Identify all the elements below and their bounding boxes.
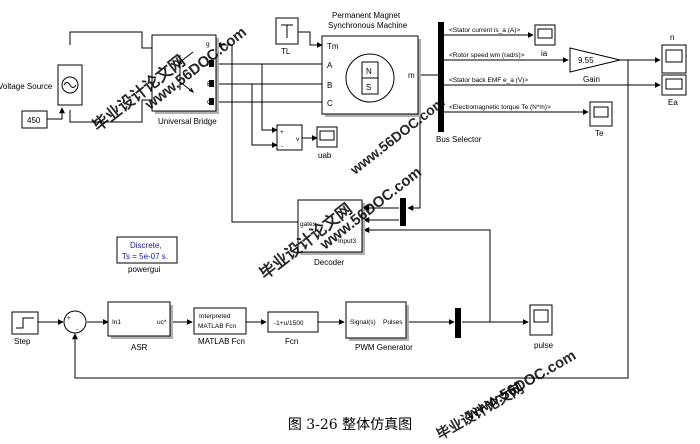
powergui-line1: Discrete, <box>130 241 162 250</box>
bus-selector-label: Bus Selector <box>436 135 482 144</box>
sum-v: v <box>296 136 300 143</box>
fcn-expression: -1+u/1500 <box>274 320 304 327</box>
pmsm-port-a: A <box>327 61 333 70</box>
decoder-block[interactable]: gates Input3 Decoder <box>297 199 365 267</box>
pulse-scope[interactable]: pulse <box>529 304 554 350</box>
wires <box>38 31 661 379</box>
constant-450-value: 450 <box>27 116 41 125</box>
figure-caption: 图 3-26 整体仿真图 <box>287 417 413 433</box>
pmsm-title-line1: Permanent Magnet <box>332 11 401 20</box>
fcn-label: Fcn <box>285 337 298 346</box>
pmsm-block[interactable]: Permanent Magnet Synchronous Machine Tm … <box>321 11 421 117</box>
n-scope[interactable]: n <box>661 33 687 74</box>
gain-value: 9.55 <box>578 56 594 65</box>
sum-plus: + <box>280 129 284 136</box>
pwm-generator-label: PWM Generator <box>355 343 413 352</box>
universal-bridge-label: Universal Bridge <box>158 117 217 126</box>
decoder-label: Decoder <box>314 258 345 267</box>
signal-rotor-speed: <Rotor speed wm (rad/s)> <box>449 52 525 59</box>
pulse-label: pulse <box>534 341 554 350</box>
pmsm-title-line2: Synchronous Machine <box>328 21 408 30</box>
pmsm-port-m: m <box>408 71 415 80</box>
ia-label: ia <box>541 49 548 58</box>
gain-block[interactable]: 9.55 Gain <box>569 47 621 84</box>
pmsm-pole-s: S <box>366 83 371 92</box>
constant-450-block[interactable]: 450 <box>21 110 48 129</box>
signal-back-emf: <Stator back EMF e_a (V)> <box>449 77 528 84</box>
te-label: Te <box>595 129 604 138</box>
sum2-minus: - <box>76 326 78 333</box>
decoder-input3-port: Input3 <box>338 238 356 245</box>
tl-block[interactable]: TL <box>275 17 299 56</box>
pulse-demux[interactable] <box>455 308 461 338</box>
pwm-out-port: Pulses <box>383 319 403 326</box>
sum2-plus: + <box>67 315 71 322</box>
powergui-label: powergui <box>128 265 161 274</box>
pmsm-pole-n: N <box>366 67 372 76</box>
voltage-measurement-dots <box>209 60 214 105</box>
asr-out-port: uc* <box>157 319 167 326</box>
pmsm-port-c: C <box>327 99 333 108</box>
powergui-line2: Ts = 5e-07 s. <box>122 252 168 261</box>
ea-scope[interactable]: Ea <box>661 74 687 107</box>
uab-sum-block[interactable]: + - v <box>276 124 303 151</box>
tl-label: TL <box>281 47 291 56</box>
powergui-block[interactable]: Discrete, Ts = 5e-07 s. powergui <box>116 236 178 274</box>
uab-scope[interactable]: uab <box>316 126 338 160</box>
decoder-gates-port: gates <box>300 221 317 228</box>
voltage-source-block[interactable]: Voltage Source <box>0 64 83 106</box>
ia-scope[interactable]: ia <box>534 24 556 58</box>
pmsm-port-tm: Tm <box>327 42 339 51</box>
sum-minus: - <box>281 143 283 150</box>
asr-in-port: In1 <box>112 319 121 326</box>
bridge-port-g: g <box>206 41 210 48</box>
matlab-fcn-line2: MATLAB Fcn <box>198 323 237 330</box>
step-block[interactable]: Step <box>11 311 39 346</box>
speed-error-sum[interactable]: + - <box>63 310 87 334</box>
pwm-in-port: Signal(s) <box>350 319 376 326</box>
pmsm-port-b: B <box>327 81 332 90</box>
gain-label: Gain <box>583 75 600 84</box>
matlab-fcn-line1: Interpreted <box>199 313 231 320</box>
te-scope[interactable]: Te <box>589 101 613 138</box>
fcn-block[interactable]: -1+u/1500 Fcn <box>267 311 319 346</box>
n-label: n <box>670 33 674 42</box>
asr-label: ASR <box>131 343 148 352</box>
pwm-generator-block[interactable]: Signal(s) Pulses PWM Generator <box>345 301 413 352</box>
matlab-fcn-label: MATLAB Fcn <box>198 337 245 346</box>
uab-label: uab <box>318 151 332 160</box>
signal-stator-current: <Stator current is_a (A)> <box>449 27 520 34</box>
matlab-fcn-block[interactable]: Interpreted MATLAB Fcn MATLAB Fcn <box>193 307 247 346</box>
step-label: Step <box>14 337 31 346</box>
ea-label: Ea <box>668 98 678 107</box>
signal-torque: <Electromagnetic torque Te (N*m)> <box>449 104 551 111</box>
demux-block[interactable] <box>400 198 406 226</box>
voltage-source-label: Voltage Source <box>0 82 53 91</box>
bus-selector[interactable]: Bus Selector <box>436 22 482 144</box>
asr-block[interactable]: In1 uc* ASR <box>107 301 173 352</box>
